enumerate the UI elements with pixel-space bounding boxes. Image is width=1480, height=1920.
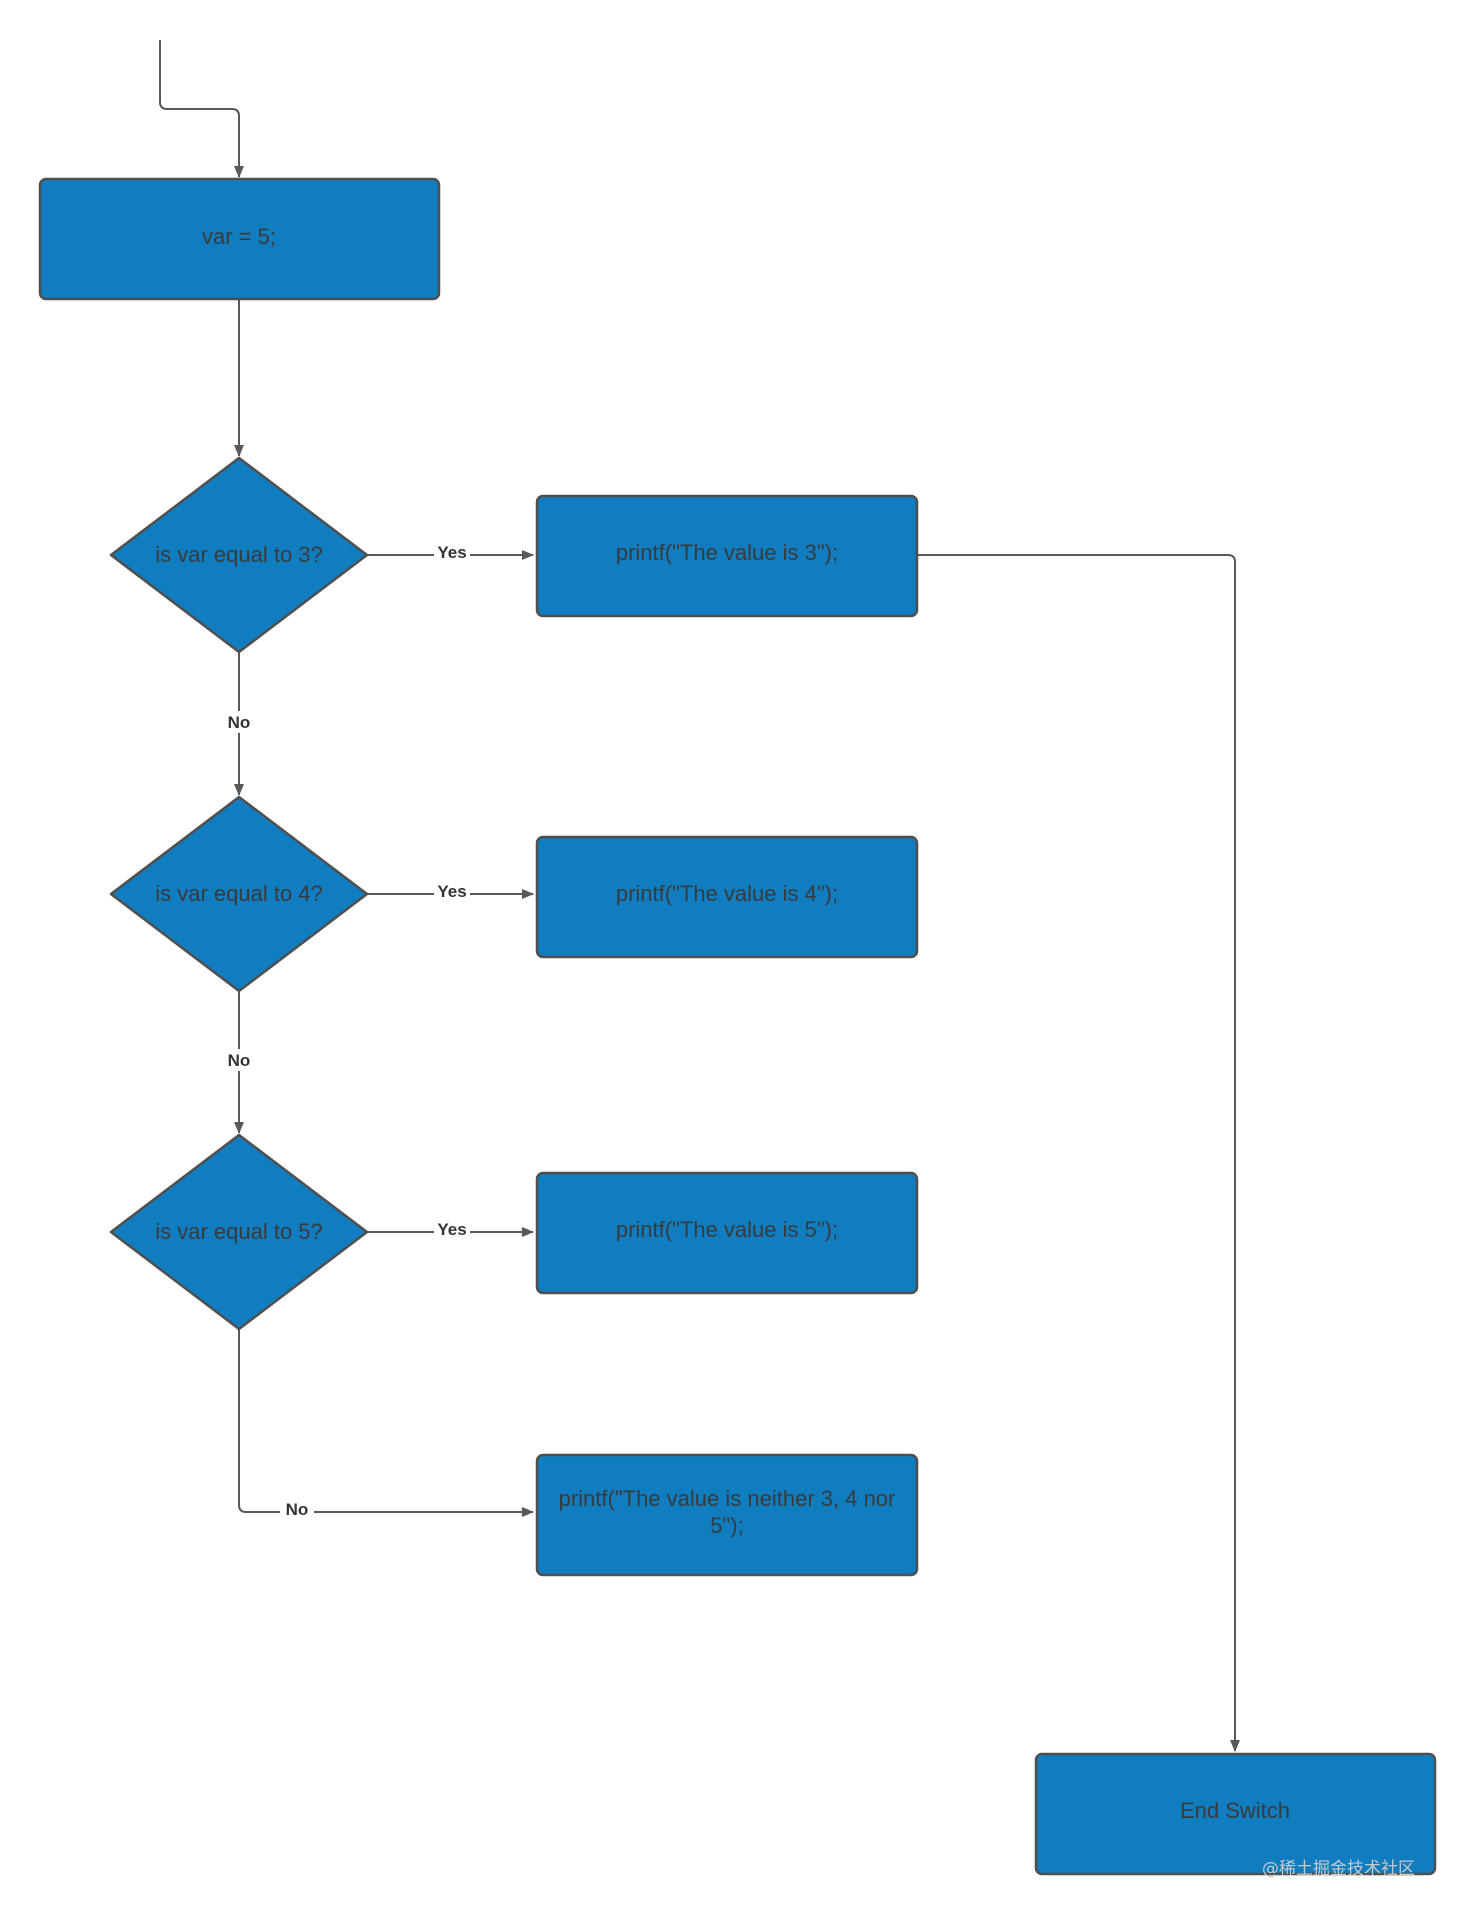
print5-node: printf("The value is 5");	[535, 1171, 919, 1295]
cond3-no-label: No	[228, 713, 251, 732]
end-switch-node-label: End Switch	[1180, 1798, 1290, 1823]
print-other-node: printf("The value is neither 3, 4 nor 5"…	[535, 1453, 919, 1577]
end-switch-node: End Switch	[1034, 1752, 1437, 1876]
cond4-no-label: No	[228, 1051, 251, 1070]
cond5-no-connector	[238, 1329, 534, 1517]
cond3-yes-label: Yes	[437, 543, 466, 562]
cond4-decision: is var equal to 4?	[109, 795, 369, 993]
print5-node-label: printf("The value is 5");	[616, 1217, 838, 1242]
entry-connector	[159, 40, 244, 178]
print4-node-label: printf("The value is 4");	[616, 881, 838, 906]
print4-node: printf("The value is 4");	[535, 835, 919, 959]
cond5-no-label: No	[286, 1500, 309, 1519]
cond5-yes-label: Yes	[437, 1220, 466, 1239]
cond5-decision: is var equal to 5?	[109, 1133, 369, 1331]
print3-node-label: printf("The value is 3");	[616, 540, 838, 565]
cond4-decision-label: is var equal to 4?	[155, 881, 323, 906]
cond3-decision-label: is var equal to 3?	[155, 542, 323, 567]
cond3-decision: is var equal to 3?	[109, 456, 369, 654]
assign-node-label: var = 5;	[202, 224, 276, 249]
watermark: @稀土掘金技术社区	[1262, 1859, 1415, 1879]
cond4-yes-label: Yes	[437, 882, 466, 901]
print3-to-end-connector	[917, 554, 1240, 1752]
print3-node: printf("The value is 3");	[535, 494, 919, 618]
cond5-decision-label: is var equal to 5?	[155, 1219, 323, 1244]
print-other-node-label-line1: printf("The value is neither 3, 4 nor	[559, 1486, 896, 1511]
print-other-node-label-line2: 5");	[710, 1513, 743, 1538]
assign-node: var = 5;	[38, 177, 441, 301]
